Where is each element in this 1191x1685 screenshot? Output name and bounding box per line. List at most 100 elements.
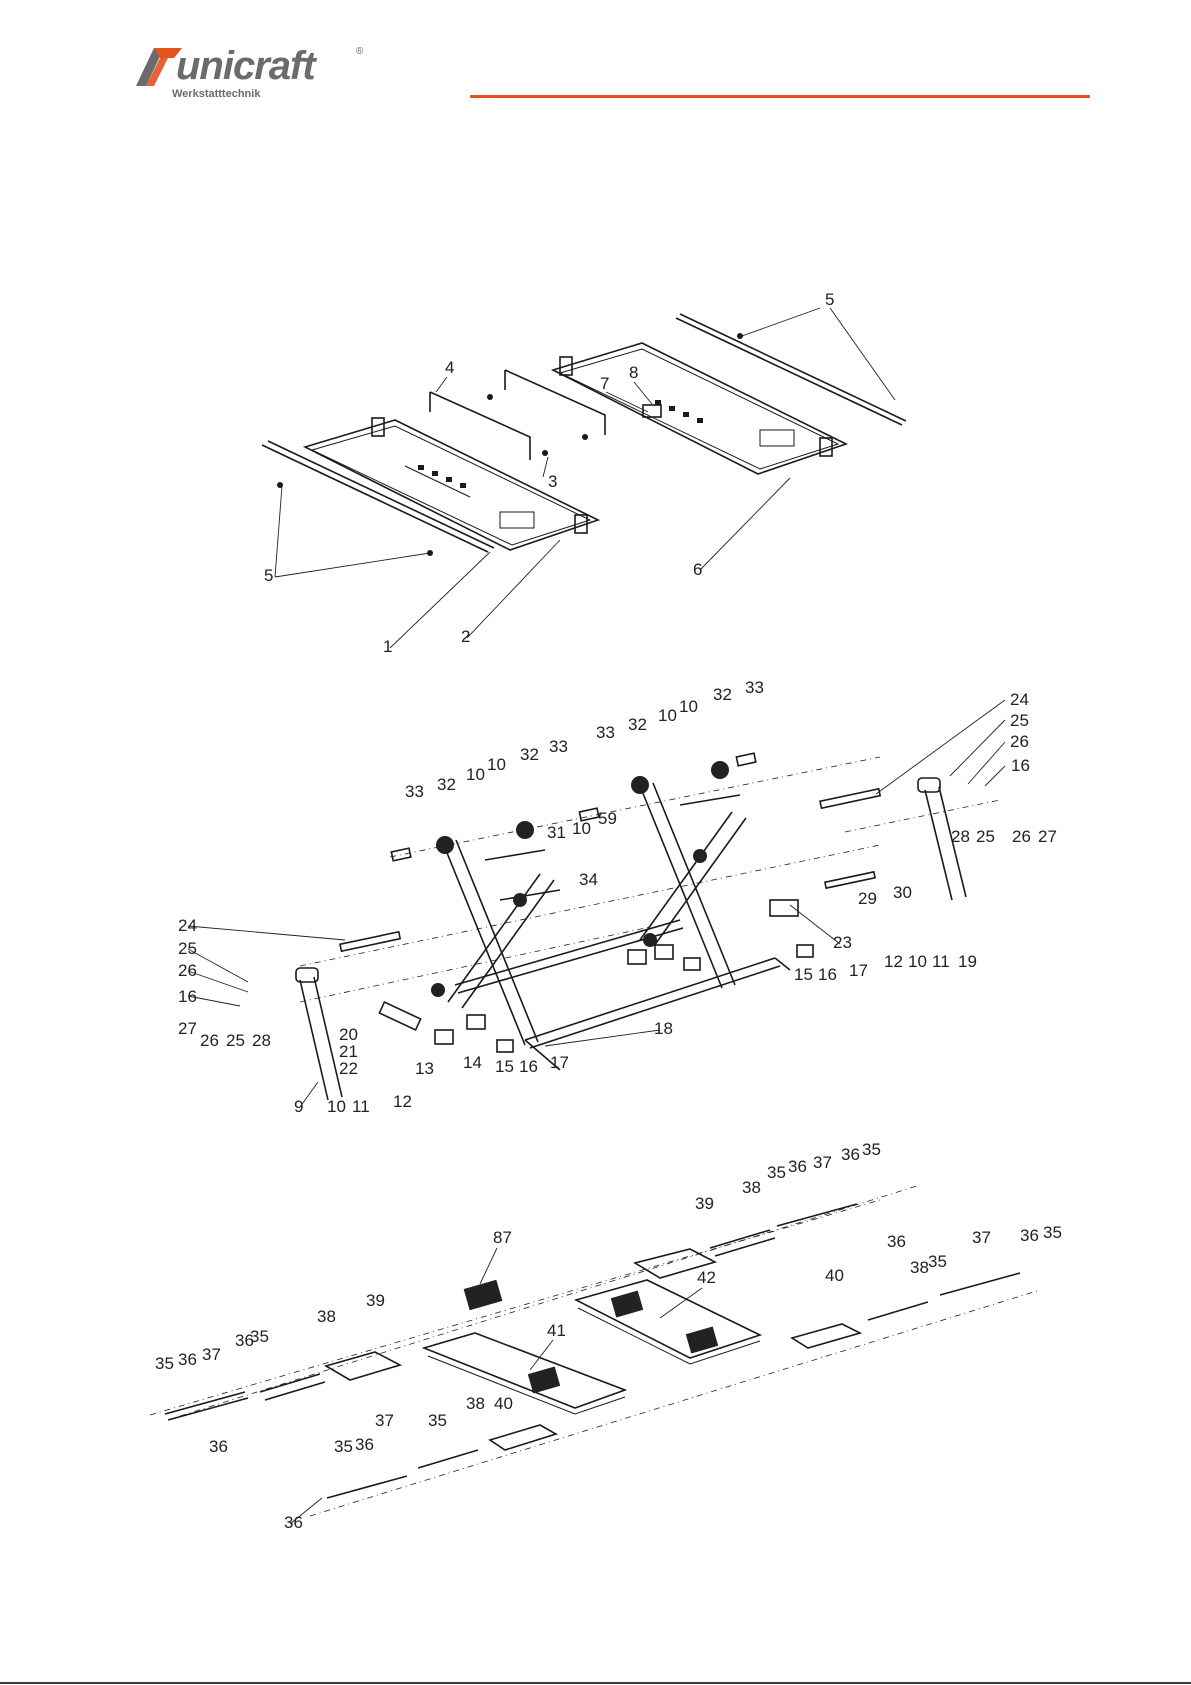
diagram-platform-frames [261, 307, 907, 649]
part-label-37: 37 [375, 1411, 394, 1430]
part-label-36: 36 [178, 1350, 197, 1369]
part-label-40: 40 [494, 1394, 513, 1413]
part-label-24: 24 [178, 916, 197, 935]
part-label-15: 15 [495, 1057, 514, 1076]
logo-subtitle: Werkstatttechnik [172, 88, 261, 100]
part-label-25: 25 [226, 1031, 245, 1050]
part-label-33: 33 [745, 678, 764, 697]
part-label-36: 36 [209, 1437, 228, 1456]
part-label-36: 36 [284, 1513, 303, 1532]
part-label-28: 28 [951, 827, 970, 846]
part-label-35: 35 [1043, 1223, 1062, 1242]
part-label-4: 4 [445, 358, 454, 377]
part-label-8: 8 [629, 363, 638, 382]
part-label-33: 33 [549, 737, 568, 756]
part-label-26: 26 [178, 961, 197, 980]
part-label-16: 16 [178, 987, 197, 1006]
part-label-29: 29 [858, 889, 877, 908]
part-label-32: 32 [437, 775, 456, 794]
part-label-16: 16 [519, 1057, 538, 1076]
part-label-26: 26 [1010, 732, 1029, 751]
part-label-35: 35 [767, 1163, 786, 1182]
part-label-3: 3 [548, 472, 557, 491]
part-label-42: 42 [697, 1268, 716, 1287]
part-label-9: 9 [294, 1097, 303, 1116]
part-label-33: 33 [405, 782, 424, 801]
part-label-41: 41 [547, 1321, 566, 1340]
part-label-36: 36 [887, 1232, 906, 1251]
part-label-35: 35 [862, 1140, 881, 1159]
part-label-10: 10 [466, 765, 485, 784]
part-label-27: 27 [178, 1019, 197, 1038]
part-label-7: 7 [600, 374, 609, 393]
part-label-59: 59 [598, 809, 617, 828]
part-label-5: 5 [264, 566, 273, 585]
part-label-20: 20 [339, 1025, 358, 1044]
part-label-35: 35 [250, 1327, 269, 1346]
frame-holes-left [418, 465, 466, 488]
part-label-38: 38 [317, 1307, 336, 1326]
part-label-36: 36 [1020, 1226, 1039, 1245]
part-label-27: 27 [1038, 827, 1057, 846]
part-label-25: 25 [976, 827, 995, 846]
part-label-36: 36 [788, 1157, 807, 1176]
part-label-22: 22 [339, 1059, 358, 1078]
part-label-12: 12 [393, 1092, 412, 1111]
part-label-35: 35 [428, 1411, 447, 1430]
part-label-14: 14 [463, 1053, 482, 1072]
part-label-35: 35 [334, 1437, 353, 1456]
part-label-10: 10 [679, 697, 698, 716]
part-label-2: 2 [461, 627, 470, 646]
part-label-21: 21 [339, 1042, 358, 1061]
frame-holes-right [655, 400, 703, 423]
part-label-11: 11 [932, 952, 950, 971]
part-label-10: 10 [908, 952, 927, 971]
part-label-38: 38 [742, 1178, 761, 1197]
hydraulic-cylinder-left [295, 967, 343, 1101]
part-label-26: 26 [1012, 827, 1031, 846]
logo-mark-icon [136, 48, 182, 86]
logo-registered-mark: ® [356, 46, 364, 57]
part-label-16: 16 [818, 965, 837, 984]
part-label-38: 38 [910, 1258, 929, 1277]
part-label-33: 33 [596, 723, 615, 742]
part-label-10: 10 [487, 755, 506, 774]
part-label-34: 34 [579, 870, 598, 889]
part-label-35: 35 [155, 1354, 174, 1373]
part-label-15: 15 [794, 965, 813, 984]
part-label-32: 32 [713, 685, 732, 704]
roller-wheels [431, 761, 729, 997]
part-label-32: 32 [520, 745, 539, 764]
part-label-26: 26 [200, 1031, 219, 1050]
part-label-24: 24 [1010, 690, 1029, 709]
part-label-38: 38 [466, 1394, 485, 1413]
part-label-87: 87 [493, 1228, 512, 1247]
part-label-17: 17 [849, 961, 868, 980]
part-label-39: 39 [695, 1194, 714, 1213]
part-label-16: 16 [1011, 756, 1030, 775]
part-label-36: 36 [841, 1145, 860, 1164]
part-label-25: 25 [178, 939, 197, 958]
part-label-13: 13 [415, 1059, 434, 1078]
part-label-23: 23 [833, 933, 852, 952]
part-label-36: 36 [235, 1331, 254, 1350]
part-label-31: 31 [547, 823, 566, 842]
part-label-36: 36 [355, 1435, 374, 1454]
part-label-6: 6 [693, 560, 702, 579]
footer-rule [0, 1682, 1191, 1684]
part-label-1: 1 [383, 637, 392, 656]
part-label-10: 10 [658, 706, 677, 725]
unicraft-logo: unicraft ® Werkstatttechnik [134, 44, 374, 106]
part-label-39: 39 [366, 1291, 385, 1310]
header-rule [470, 95, 1090, 98]
part-label-5: 5 [825, 290, 834, 309]
part-label-37: 37 [972, 1228, 991, 1247]
part-label-25: 25 [1010, 711, 1029, 730]
part-label-19: 19 [958, 952, 977, 971]
diagram-scissor-mechanism [187, 699, 1006, 1108]
part-label-12: 12 [884, 952, 903, 971]
part-label-37: 37 [202, 1345, 221, 1364]
diagram-platform-plates [149, 1184, 1041, 1525]
